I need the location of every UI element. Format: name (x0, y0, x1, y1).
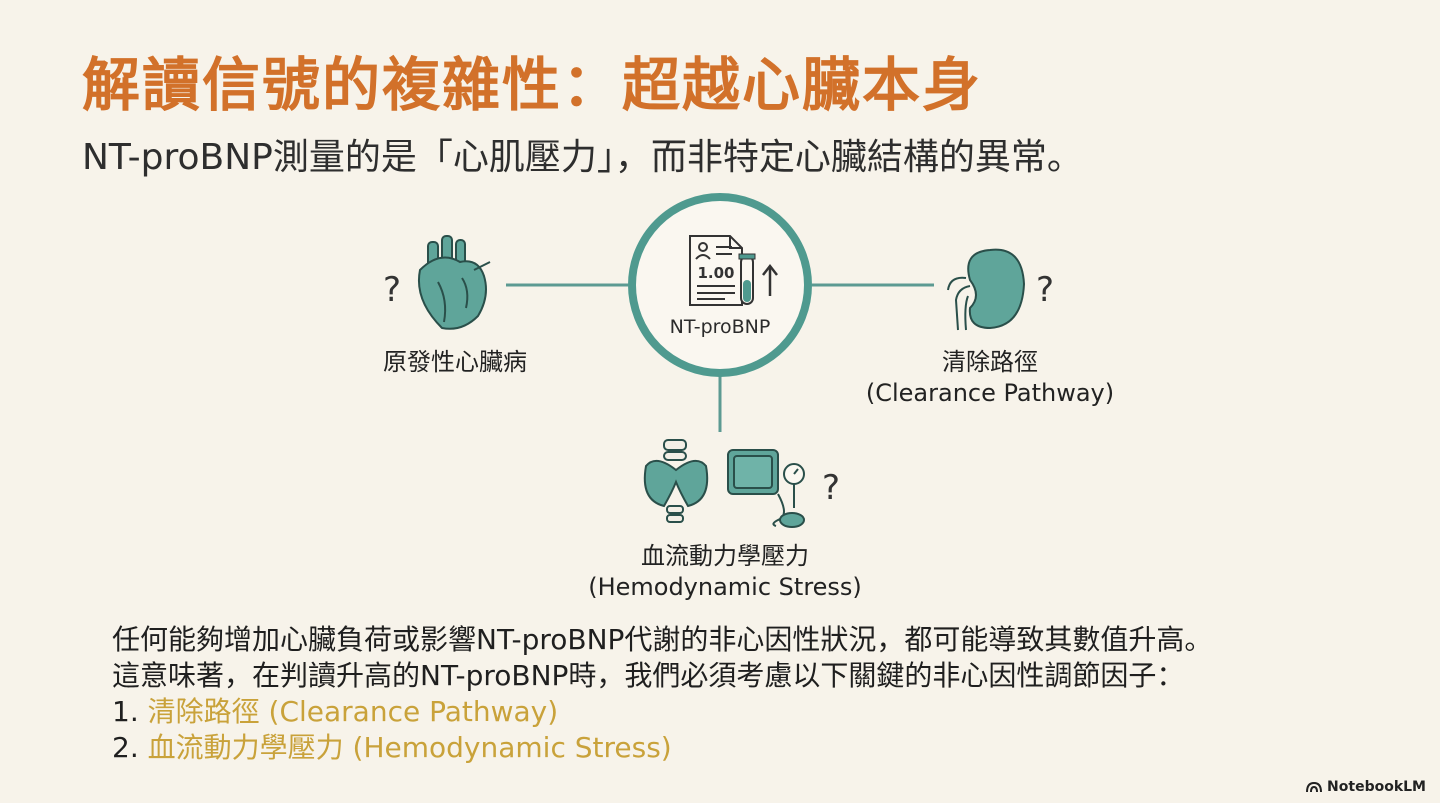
node-sublabel-clearance: (Clearance Pathway) (865, 379, 1115, 407)
list-item: 1. 清除路徑 (Clearance Pathway) (112, 694, 1212, 730)
page-title: 解讀信號的複雜性：超越心臟本身 (82, 51, 983, 119)
branding-text: NotebookLM (1327, 779, 1426, 795)
body-line-1: 任何能夠增加心臟負荷或影響NT-proBNP代謝的非心因性狀況，都可能導致其數值… (112, 623, 1213, 656)
list-item-text: 清除路徑 (Clearance Pathway) (147, 695, 559, 728)
notebooklm-logo-icon (1306, 781, 1323, 793)
body-line-2: 這意味著，在判讀升高的NT-proBNP時，我們必須考慮以下關鍵的非心因性調節因… (112, 659, 1185, 692)
page-subtitle: NT-proBNP測量的是「心肌壓力」，而非特定心臟結構的異常。 (82, 137, 1083, 178)
branding: NotebookLM (1306, 779, 1426, 795)
node-label-clearance: 清除路徑 (942, 348, 1038, 376)
list-item: 2. 血流動力學壓力 (Hemodynamic Stress) (112, 730, 1212, 766)
question-mark-bottom: ? (822, 468, 841, 508)
node-label-hemodynamic: 血流動力學壓力 (641, 542, 809, 570)
list-item-text: 血流動力學壓力 (Hemodynamic Stress) (147, 731, 672, 764)
thyroid-icon (643, 439, 709, 523)
test-tube-icon (738, 253, 756, 305)
list-item-number: 1. (112, 695, 139, 728)
list-item-number: 2. (112, 731, 139, 764)
question-mark-left: ? (383, 270, 402, 310)
center-icon-value: 1.00 (697, 264, 734, 282)
arrow-up-icon (762, 263, 778, 296)
document-icon (689, 235, 743, 306)
node-label-primary-heart-disease: 原發性心臟病 (383, 348, 527, 376)
node-hemodynamic-stress: 血流動力學壓力 (Hemodynamic Stress) (570, 541, 880, 603)
blood-pressure-monitor-icon (727, 449, 805, 528)
node-clearance-pathway: 清除路徑 (Clearance Pathway) (850, 347, 1130, 409)
heart-icon (418, 235, 491, 330)
node-sublabel-hemodynamic: (Hemodynamic Stress) (588, 573, 862, 601)
center-label: NT-proBNP (670, 316, 771, 338)
kidney-icon (947, 248, 1026, 331)
body-text: 任何能夠增加心臟負荷或影響NT-proBNP代謝的非心因性狀況，都可能導致其數值… (112, 622, 1212, 766)
question-mark-right: ? (1036, 270, 1055, 310)
